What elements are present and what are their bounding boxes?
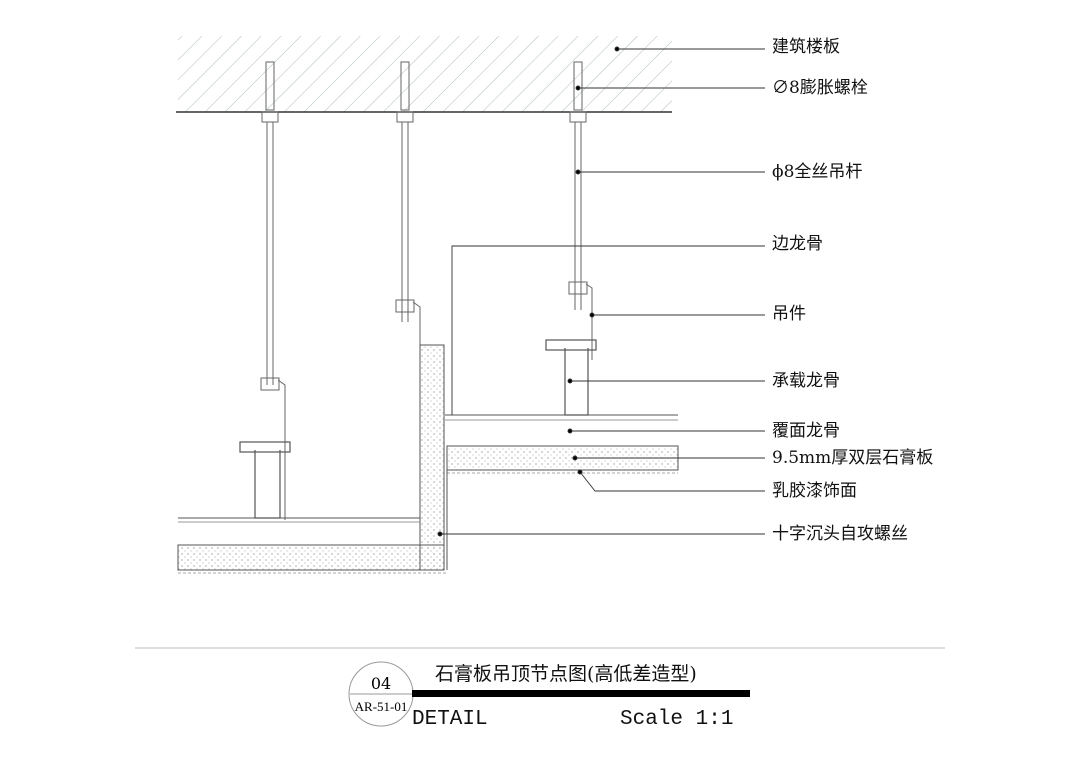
label-expansion-bolt: ∅8膨胀螺栓	[772, 78, 868, 98]
label-hanger: 吊件	[772, 304, 806, 324]
leader-lines	[437, 46, 765, 537]
concrete-slab	[176, 36, 672, 113]
detail-label: DETAIL	[412, 708, 488, 731]
drawing-title: 石膏板吊顶节点图(高低差造型)	[435, 663, 697, 685]
hanger-rods	[260, 61, 593, 520]
title-block-graphics	[135, 647, 945, 727]
upper-ceiling-boards	[445, 414, 679, 474]
label-latex-paint: 乳胶漆饰面	[772, 481, 857, 501]
step-wall-boards	[419, 344, 448, 571]
label-cover-keel: 覆面龙骨	[772, 421, 840, 441]
label-threaded-rod: ϕ8全丝吊杆	[772, 162, 863, 182]
sheet-reference: AR-51-01	[354, 699, 408, 714]
scale-label: Scale 1:1	[620, 708, 734, 731]
detail-number: 04	[370, 674, 392, 693]
label-building-slab: 建筑楼板	[772, 37, 840, 57]
main-keels	[239, 339, 597, 519]
lower-ceiling-boards	[177, 517, 447, 574]
label-screws: 十字沉头自攻螺丝	[772, 524, 908, 544]
label-main-keel: 承载龙骨	[772, 371, 840, 391]
label-gypsum-board: 9.5mm厚双层石膏板	[772, 448, 934, 468]
label-edge-keel: 边龙骨	[772, 234, 823, 254]
